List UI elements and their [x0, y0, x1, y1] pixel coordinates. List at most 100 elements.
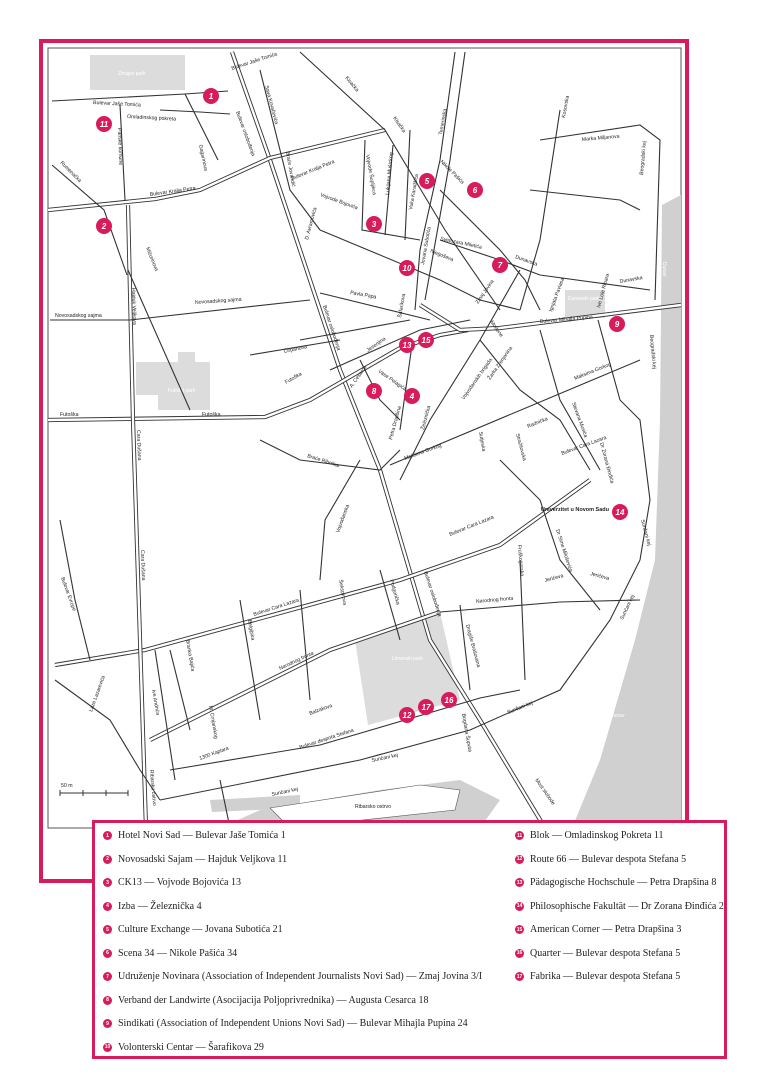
street-label: Šekspirova — [337, 579, 348, 606]
marker-dot — [441, 692, 457, 708]
marker-number: 15 — [422, 336, 431, 345]
legend-marker: 2 — [103, 854, 112, 864]
marker-number: 12 — [403, 711, 412, 720]
location-marker[interactable]: 6 — [467, 182, 483, 198]
location-marker[interactable]: 7 — [492, 257, 508, 273]
legend-marker: 14 — [515, 901, 524, 911]
park-futoski — [136, 352, 210, 410]
location-marker[interactable]: 12 — [399, 707, 415, 723]
location-marker[interactable]: 10 — [399, 260, 415, 276]
park-zmajev — [90, 55, 185, 90]
marker-dot — [418, 332, 434, 348]
street-label: Marka Miljanova — [582, 134, 620, 143]
location-marker[interactable]: 15 — [418, 332, 434, 348]
street-label: Sunčani kej — [371, 753, 398, 764]
marker-number: 11 — [100, 120, 109, 129]
legend-marker: 6 — [103, 948, 112, 958]
legend-text: Route 66 — Bulevar despota Stefana 5 — [530, 853, 687, 865]
marker-dot — [612, 504, 628, 520]
street-label: Pariske komune — [116, 128, 123, 165]
street-label: Lukijana Mušickog — [385, 152, 395, 195]
legend-marker: 16 — [515, 948, 524, 958]
street-label: Branka Bajića — [184, 639, 195, 672]
river-label: Dunav — [661, 262, 667, 277]
marker-number: 10 — [403, 264, 412, 273]
legend-marker: 8 — [103, 995, 112, 1005]
marker-dot — [203, 88, 219, 104]
legend-marker: 11 — [515, 831, 524, 840]
location-marker[interactable]: 9 — [609, 316, 625, 332]
river-label-2: Dunav — [610, 713, 625, 719]
legend-text: Sindikati (Association of Independent Un… — [118, 1018, 468, 1029]
university-label: Univerzitet u Novom Sadu — [541, 507, 609, 513]
street-label: M. Crnjanskog — [207, 705, 219, 739]
legend-text: Pädagogische Hochschule — Petra Drapšina… — [530, 877, 717, 888]
marker-number: 6 — [473, 186, 478, 195]
marker-number: 8 — [372, 387, 377, 396]
location-marker[interactable]: 1 — [203, 88, 219, 104]
legend-marker: 5 — [103, 925, 112, 934]
location-marker[interactable]: 17 — [418, 699, 434, 715]
legend-text: Verband der Landwirte (Asocijacija Poljo… — [118, 994, 429, 1006]
location-marker[interactable]: 5 — [419, 173, 435, 189]
street-label: Cara Dušana — [139, 550, 146, 581]
legend-marker: 7 — [103, 972, 112, 981]
legend-item: 15 American Corner — Petra Drapšina 3 — [515, 924, 681, 935]
location-marker[interactable]: 13 — [399, 337, 415, 353]
location-marker[interactable]: 4 — [404, 388, 420, 404]
legend-marker: 15 — [515, 925, 524, 934]
legend-item: 9 Sindikati (Association of Independent U… — [103, 1018, 468, 1029]
legend-item: 8 Verband der Landwirte (Asocijacija Polj… — [103, 995, 428, 1006]
marker-dot — [366, 383, 382, 399]
marker-dot — [366, 216, 382, 232]
legend-text: American Corner — Petra Drapšina 3 — [530, 924, 682, 935]
location-marker[interactable]: 3 — [366, 216, 382, 232]
street-label: Novosadskog sajma — [55, 313, 102, 319]
location-marker[interactable]: 2 — [96, 218, 112, 234]
legend-marker: 3 — [103, 878, 112, 887]
street-label: Bulevar Jaše Tomića — [93, 100, 141, 108]
street-label: Dunavska — [619, 275, 643, 285]
legend-marker: 9 — [103, 1019, 112, 1028]
location-marker[interactable]: 14 — [612, 504, 628, 520]
street-label: Hajduk Veljkova — [130, 288, 137, 325]
legend-marker: 17 — [515, 972, 524, 981]
marker-number: 4 — [409, 392, 415, 401]
legend-text: Novosadski Sajam — Hajduk Veljkova 11 — [118, 853, 288, 865]
street-label: Cara Dušana — [135, 430, 142, 461]
street-label: Fruškogorska — [516, 545, 525, 577]
street-label: Temerinska — [438, 108, 449, 135]
location-marker[interactable]: 16 — [441, 692, 457, 708]
street-label: Futoška — [60, 412, 79, 418]
marker-dot — [419, 173, 435, 189]
street-label: Šafarikova — [396, 293, 407, 318]
marker-number: 9 — [615, 320, 620, 329]
street-label: Ribarsko ostrvo — [148, 770, 157, 807]
legend-marker: 1 — [103, 831, 112, 840]
park-dunavski — [565, 290, 605, 318]
street-label: Jerićeva — [589, 571, 609, 582]
park-limanski — [355, 612, 460, 725]
scale-bar: 50 m — [59, 783, 129, 796]
island-label: Ribarsko ostrvo — [355, 804, 391, 810]
location-marker[interactable]: 11 — [96, 116, 112, 132]
marker-dot — [492, 257, 508, 273]
legend-item: 2 Novosadski Sajam — Hajduk Veljkova 11 — [103, 854, 287, 865]
marker-dot — [399, 260, 415, 276]
street-label: Ive Andrića — [150, 689, 160, 715]
marker-number: 1 — [209, 92, 214, 101]
marker-dot — [399, 707, 415, 723]
street-label: Beogradski kej — [648, 335, 657, 369]
marker-number: 13 — [403, 341, 412, 350]
location-marker[interactable]: 8 — [366, 383, 382, 399]
